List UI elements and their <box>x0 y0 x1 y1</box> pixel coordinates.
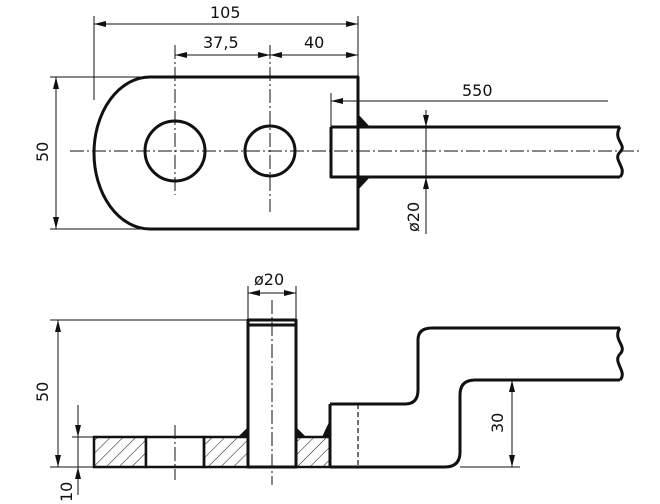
dim-height: 50 <box>33 77 59 229</box>
dim-plate-thickness-label: 10 <box>57 482 76 502</box>
rod-outline <box>329 125 620 179</box>
weld-fillet-bottom <box>358 177 370 190</box>
rod-break <box>616 126 624 178</box>
plate-section-middle <box>202 435 250 469</box>
bent-rod-outline <box>328 326 620 469</box>
weld-fillet-top <box>358 114 370 127</box>
dim-hole-spacing-label: 37,5 <box>203 33 239 52</box>
weld-pin-right <box>296 427 306 437</box>
plate-section-left <box>92 435 148 469</box>
dim-hole-to-edge: 40 <box>270 33 358 58</box>
dim-rod-diameter-label: ø20 <box>404 202 423 232</box>
dim-rod-length: 550 <box>331 81 608 104</box>
dim-overall-length-label: 105 <box>210 3 241 22</box>
dim-rod-diameter: ø20 <box>404 115 429 232</box>
dim-rod-height: 30 <box>488 380 515 467</box>
dim-hole-spacing: 37,5 <box>175 33 270 58</box>
dim-pin-diameter-label: ø20 <box>254 270 284 289</box>
dim-hole-to-edge-label: 40 <box>304 33 324 52</box>
dim-total-height: 50 <box>33 320 61 467</box>
rod-break-front <box>616 327 624 382</box>
plate-section-right <box>294 435 332 469</box>
weld-rod <box>322 420 330 437</box>
dim-overall-length: 105 <box>94 3 358 27</box>
dim-pin-diameter: ø20 <box>248 270 296 296</box>
dim-plate-thickness: 10 <box>57 405 81 502</box>
dim-rod-height-label: 30 <box>488 413 507 433</box>
dim-rod-length-label: 550 <box>462 81 493 100</box>
plate-outline <box>92 75 360 231</box>
dim-height-label: 50 <box>33 142 52 162</box>
front-view: ø20 50 10 30 <box>33 270 624 502</box>
weld-pin-left <box>238 427 248 437</box>
dim-total-height-label: 50 <box>33 382 52 402</box>
top-view: 105 37,5 40 550 50 <box>33 3 640 234</box>
